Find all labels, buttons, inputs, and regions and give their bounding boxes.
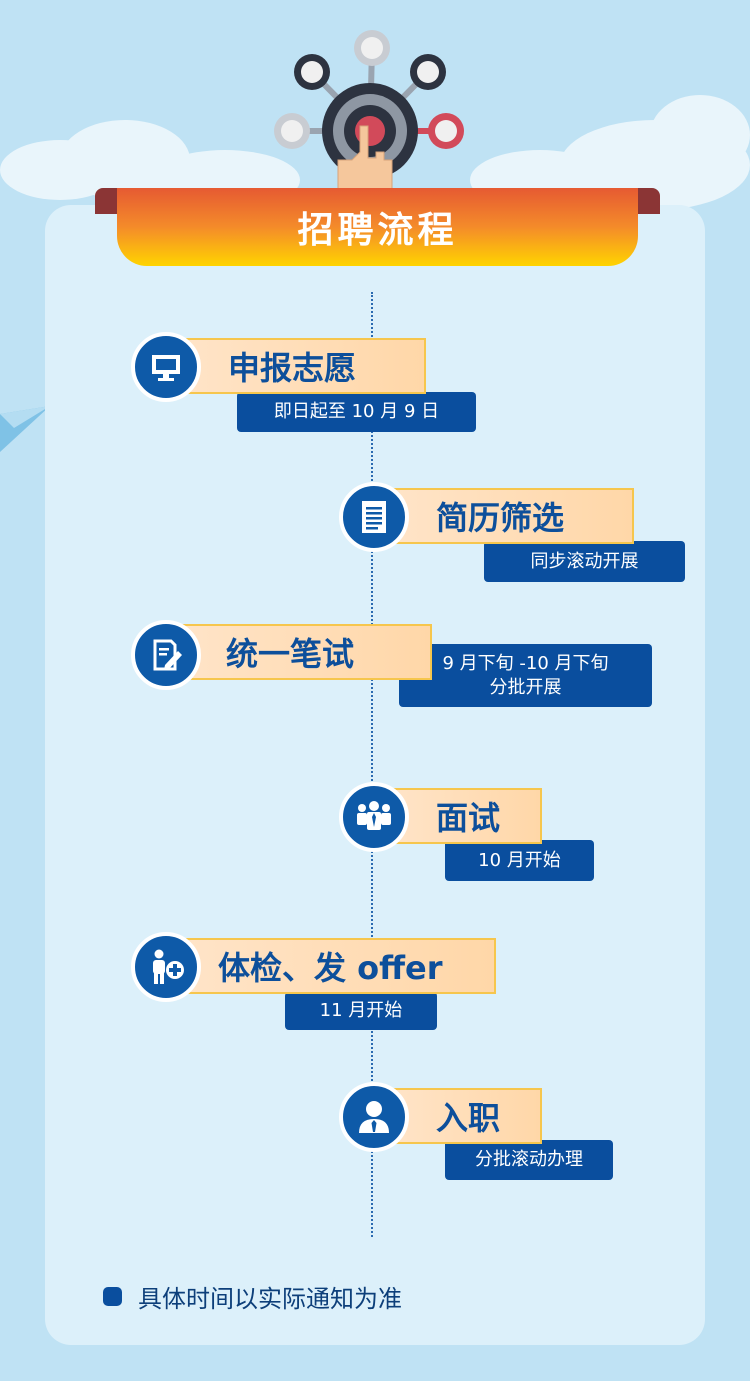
- footer-note-text: 具体时间以实际通知为准: [138, 1285, 402, 1313]
- step-3-detail: 9 月下旬 -10 月下旬 分批开展: [399, 644, 652, 707]
- step-1-icon-badge: [131, 332, 201, 402]
- step-4-icon-badge: [339, 782, 409, 852]
- step-3-title: 统一笔试: [226, 635, 355, 673]
- step-6-detail: 分批滚动办理: [445, 1140, 613, 1180]
- people-interview-icon: [357, 801, 391, 830]
- step-4-label: 面试: [390, 788, 542, 844]
- step-6-title: 入职: [436, 1099, 501, 1137]
- step-5-detail: 11 月开始: [285, 992, 437, 1030]
- step-5-title: 体检、发 offer: [218, 949, 443, 987]
- footer-note: 具体时间以实际通知为准: [103, 1279, 402, 1314]
- step-5-label: 体检、发 offer: [180, 938, 496, 994]
- medical-checkup-icon: [153, 949, 184, 984]
- step-1-title: 申报志愿: [228, 349, 357, 387]
- step-2-icon-badge: [339, 482, 409, 552]
- monitor-icon: [152, 355, 180, 381]
- bullet-icon: [103, 1287, 122, 1306]
- step-6-icon-badge: [339, 1082, 409, 1152]
- paper-plane-icon: [0, 406, 50, 452]
- step-3-label: 统一笔试: [180, 624, 432, 680]
- pen-paper-icon: [153, 639, 182, 671]
- timeline-line: [371, 292, 373, 1237]
- step-4-title: 面试: [436, 799, 501, 837]
- document-icon: [362, 501, 386, 533]
- page-title: 招聘流程: [117, 188, 638, 266]
- step-2-label: 简历筛选: [390, 488, 634, 544]
- step-2-detail: 同步滚动开展: [484, 541, 685, 582]
- step-3-detail-line2: 分批开展: [489, 676, 562, 698]
- step-2-title: 简历筛选: [436, 499, 565, 537]
- step-4-detail: 10 月开始: [445, 840, 594, 881]
- step-6-label: 入职: [390, 1088, 542, 1144]
- employee-icon: [359, 1101, 389, 1133]
- step-3-detail-line1: 9 月下旬 -10 月下旬: [442, 652, 609, 674]
- step-3-icon-badge: [131, 620, 201, 690]
- step-5-icon-badge: [131, 932, 201, 1002]
- network-touch-illustration: [274, 30, 464, 191]
- title-banner: 招聘流程: [95, 188, 660, 268]
- step-1-detail: 即日起至 10 月 9 日: [237, 392, 476, 432]
- step-1-label: 申报志愿: [180, 338, 426, 394]
